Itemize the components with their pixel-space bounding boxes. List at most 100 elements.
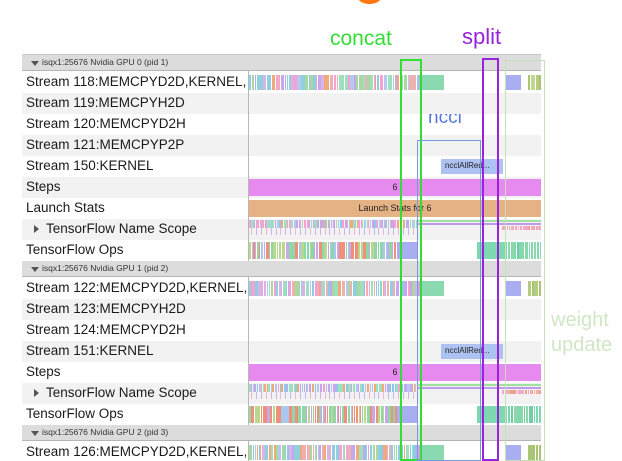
track-row-label: Steps [26,364,61,379]
track-content-namescope[interactable] [249,383,541,404]
track-row[interactable]: TensorFlow Ops [22,404,248,425]
nccl-allreduce-bar[interactable]: ncclAllRed... [441,344,503,359]
ops-split-block[interactable] [397,242,417,259]
track-row-label: TensorFlow Ops [26,406,124,421]
caret-down-icon[interactable] [31,267,39,272]
ops-split-block[interactable] [397,406,417,423]
track-row[interactable]: TensorFlow Name Scope [22,219,248,240]
split-block[interactable] [505,281,521,296]
track-content-ops[interactable] [249,240,541,261]
namescope-tick [368,228,370,235]
namescope-tick [344,228,346,235]
caret-down-icon[interactable] [31,431,39,436]
annotation-weight-update-line2: update [551,334,613,356]
namescope-tick [344,392,346,399]
namescope-tick [300,228,301,235]
track-row[interactable]: Stream 124:MEMCPYD2H [22,320,248,341]
track-row[interactable]: Stream 151:KERNEL [22,341,248,362]
column-divider [248,55,249,461]
group-header-label: isqx1:25676 Nvidia GPU 2 (pid 3) [42,427,169,437]
namescope-tick [378,392,380,399]
namescope-tick [280,228,282,235]
track-row[interactable]: TensorFlow Ops [22,240,248,261]
concat-block[interactable] [422,445,444,460]
track-row-label: TensorFlow Name Scope [46,385,197,400]
track-row-label: Stream 118:MEMCPYD2D,KERNEL,MI [26,74,246,89]
namescope-tick [388,392,390,399]
namescope-tick [378,228,380,235]
annotation-concat: concat [330,27,392,50]
track-row-label: Stream 123:MEMCPYH2D [26,301,186,316]
track-row-label: TensorFlow Name Scope [46,221,197,236]
namescope-span-line-2 [417,223,541,225]
ops-green-block[interactable] [477,242,507,259]
track-row[interactable]: Stream 122:MEMCPYD2D,KERNEL,MI [22,278,248,299]
namescope-tick [363,228,365,235]
track-row[interactable]: Stream 118:MEMCPYD2D,KERNEL,MI [22,72,248,93]
track-content-launch[interactable]: Launch Stats for 6 [249,198,541,219]
namescope-tick [398,228,399,235]
steps-bar[interactable]: 6 [249,179,541,196]
namescope-tick [265,392,267,399]
track-content-nccl[interactable]: ncclAllRed... [249,341,541,362]
track-content-empty[interactable] [249,135,541,156]
track-row[interactable]: Stream 121:MEMCPYP2P [22,135,248,156]
track-content-dense[interactable] [249,278,541,299]
track-content-steps[interactable]: 6 [249,177,541,198]
track-row[interactable]: Stream 123:MEMCPYH2D [22,299,248,320]
namescope-tick [402,228,404,235]
track-content-empty[interactable] [249,114,541,135]
track-content-ops[interactable] [249,404,541,425]
ops-green-block[interactable] [477,406,507,423]
expand-triangle-icon[interactable] [34,389,39,397]
steps-bar-label: 6 [392,367,398,377]
track-content-dense[interactable] [249,442,541,461]
namescope-tick [300,392,301,399]
nccl-allreduce-bar[interactable]: ncclAllRed... [441,159,503,174]
expand-triangle-icon[interactable] [34,225,39,233]
track-row-label: Steps [26,179,61,194]
namescope-tick [295,228,297,235]
group-header[interactable]: isqx1:25676 Nvidia GPU 1 (pid 2) [22,261,541,277]
caret-down-icon[interactable] [31,61,39,66]
track-row-label: Stream 122:MEMCPYD2D,KERNEL,MI [26,280,246,295]
split-block[interactable] [505,75,521,90]
namescope-tick [329,228,331,235]
namescope-tick [358,228,360,235]
track-content-nccl[interactable]: ncclAllRed... [249,156,541,177]
namescope-tick [270,392,272,399]
track-row-label: Stream 121:MEMCPYP2P [26,137,185,152]
track-row-label: TensorFlow Ops [26,242,124,257]
group-header[interactable]: isqx1:25676 Nvidia GPU 0 (pid 1) [22,55,541,71]
namescope-tick [314,228,316,235]
namescope-tick [334,228,336,235]
steps-bar[interactable]: 6 [249,364,541,381]
track-row[interactable]: Steps [22,362,248,383]
concat-block[interactable] [422,75,444,90]
concat-block[interactable] [422,281,444,296]
split-block[interactable] [505,445,521,460]
track-content-empty[interactable] [249,299,541,320]
track-row-label: Stream 119:MEMCPYH2D [26,95,185,110]
track-row[interactable]: Stream 120:MEMCPYD2H [22,114,248,135]
track-row[interactable]: Steps [22,177,248,198]
track-content-namescope[interactable] [249,219,541,240]
track-content-empty[interactable] [249,93,541,114]
track-content-empty[interactable] [249,320,541,341]
annotation-split: split [462,24,502,49]
track-row[interactable]: TensorFlow Name Scope [22,383,248,404]
track-row[interactable]: Stream 150:KERNEL [22,156,248,177]
track-row-label: Stream 150:KERNEL [26,158,154,173]
track-row[interactable]: Stream 119:MEMCPYH2D [22,93,248,114]
track-row[interactable]: Launch Stats [22,198,248,219]
namescope-tick [295,392,297,399]
namescope-tick [251,228,252,235]
track-content-dense[interactable] [249,72,541,93]
track-row[interactable]: Stream 126:MEMCPYD2D,KERNEL,MI [22,442,248,461]
launch-stats-bar[interactable]: Launch Stats for 6 [249,200,541,217]
steps-bar-label: 6 [392,182,398,192]
group-header[interactable]: isqx1:25676 Nvidia GPU 2 (pid 3) [22,425,541,441]
track-content-steps[interactable]: 6 [249,362,541,383]
